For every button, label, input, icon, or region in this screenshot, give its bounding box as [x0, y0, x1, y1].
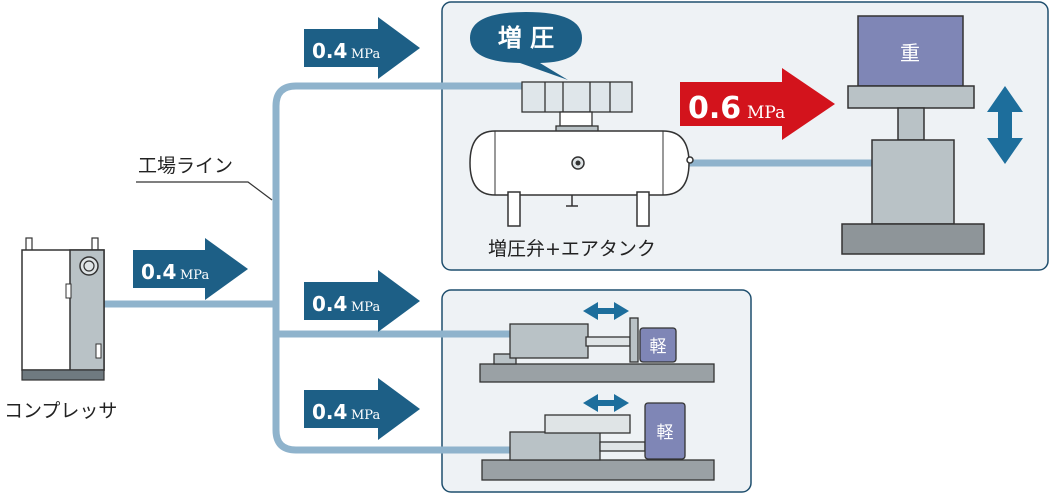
svg-text:0.6: 0.6: [688, 91, 741, 126]
boost-bubble-label: 増 圧: [498, 24, 554, 52]
pressure-arrow-branch-top: 0.4 MPa: [304, 17, 420, 79]
light-weight-label-2: 軽: [657, 423, 674, 443]
pressure-arrow-boosted: 0.6 MPa: [680, 68, 835, 140]
double-arrow-icon: [583, 394, 629, 412]
svg-text:0.4: 0.4: [312, 400, 347, 424]
heavy-weight-label: 重: [900, 41, 920, 65]
factory-line-leader: [136, 181, 273, 201]
booster-valve-tank-label: 増圧弁+エアタンク: [488, 238, 656, 260]
heavy-load-machine: [841, 15, 985, 255]
double-arrow-icon: [583, 302, 629, 320]
boost-speech-bubble: 増 圧: [470, 12, 582, 80]
svg-text:MPa: MPa: [180, 268, 209, 283]
pressure-arrow-branch-mid: 0.4 MPa: [304, 270, 420, 332]
compressor-label: コンプレッサ: [4, 400, 117, 422]
light-load-machine-2: [481, 402, 715, 481]
svg-text:MPa: MPa: [351, 408, 380, 423]
compressor-icon: [21, 237, 105, 381]
svg-text:0.4: 0.4: [312, 292, 347, 316]
svg-text:MPa: MPa: [747, 103, 785, 123]
pressure-arrow-branch-bottom: 0.4 MPa: [304, 378, 420, 440]
factory-line-label: 工場ライン: [138, 155, 233, 177]
light-load-machine-1: [479, 317, 715, 383]
svg-text:MPa: MPa: [351, 47, 380, 62]
svg-text:0.4: 0.4: [312, 39, 347, 63]
booster-valve-icon: [521, 81, 633, 141]
double-arrow-icon: [987, 86, 1023, 164]
light-weight-label-1: 軽: [650, 337, 667, 357]
air-tank-icon: [469, 130, 694, 227]
svg-text:0.4: 0.4: [141, 260, 176, 284]
svg-text:MPa: MPa: [351, 300, 380, 315]
pressure-arrow-main: 0.4 MPa: [133, 238, 248, 300]
